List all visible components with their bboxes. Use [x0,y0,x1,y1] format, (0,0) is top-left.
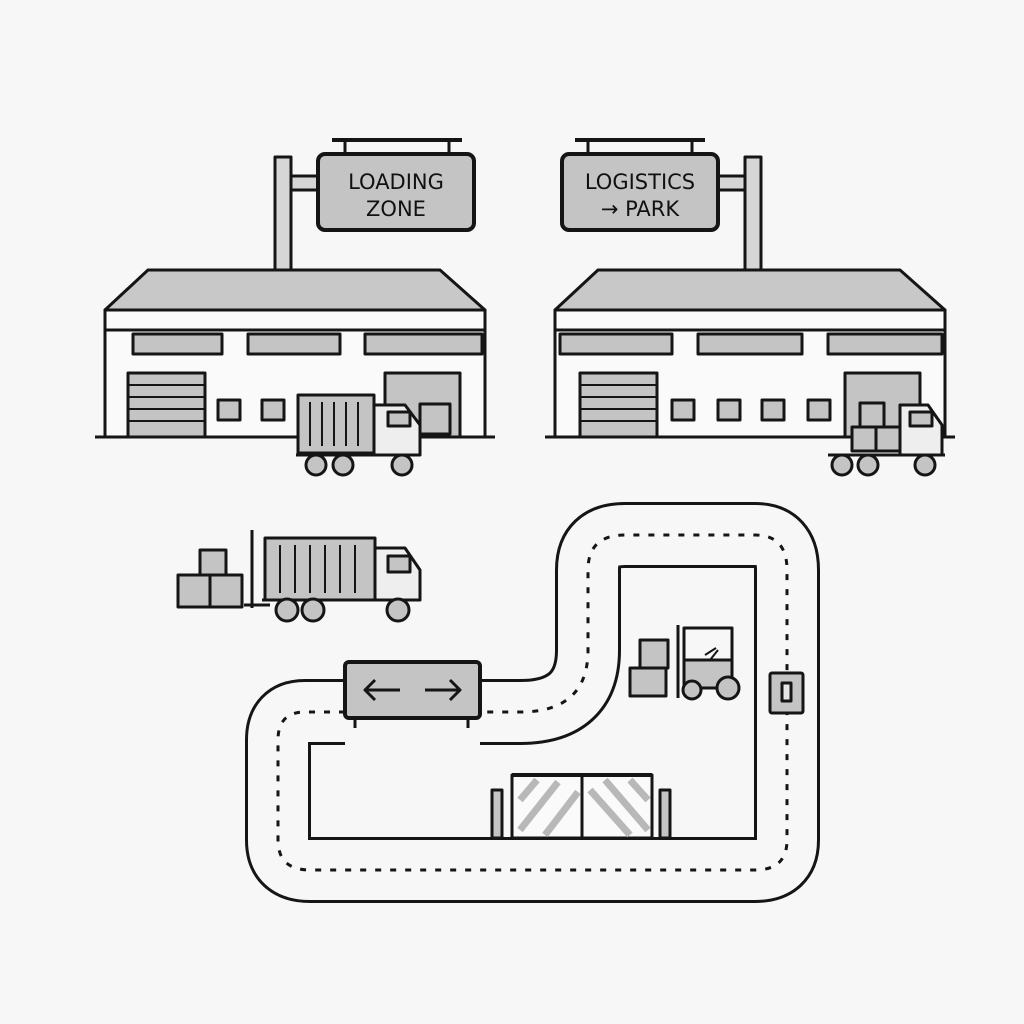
road [245,502,820,903]
loading-zone-sign: LOADING ZONE [273,138,476,272]
warehouse-left [95,268,495,439]
sign-text-line2: → PARK [601,197,681,221]
forklift-icon [628,625,741,701]
truck-with-boxes-icon [828,401,945,477]
sign-text-line1: LOGISTICS [585,170,695,194]
sign-text-line2: ZONE [366,197,426,221]
road-marker-icon [768,671,805,715]
truck-with-forklift-boxes-icon [176,530,422,623]
warehouse-right [545,268,955,439]
left-right-arrows-icon [363,678,462,702]
direction-sign [343,660,482,728]
gate-barrier-icon [490,773,672,840]
logistics-park-sign: LOGISTICS → PARK [560,138,763,272]
sign-text-line1: LOADING [348,170,444,194]
truck-icon [296,393,422,477]
